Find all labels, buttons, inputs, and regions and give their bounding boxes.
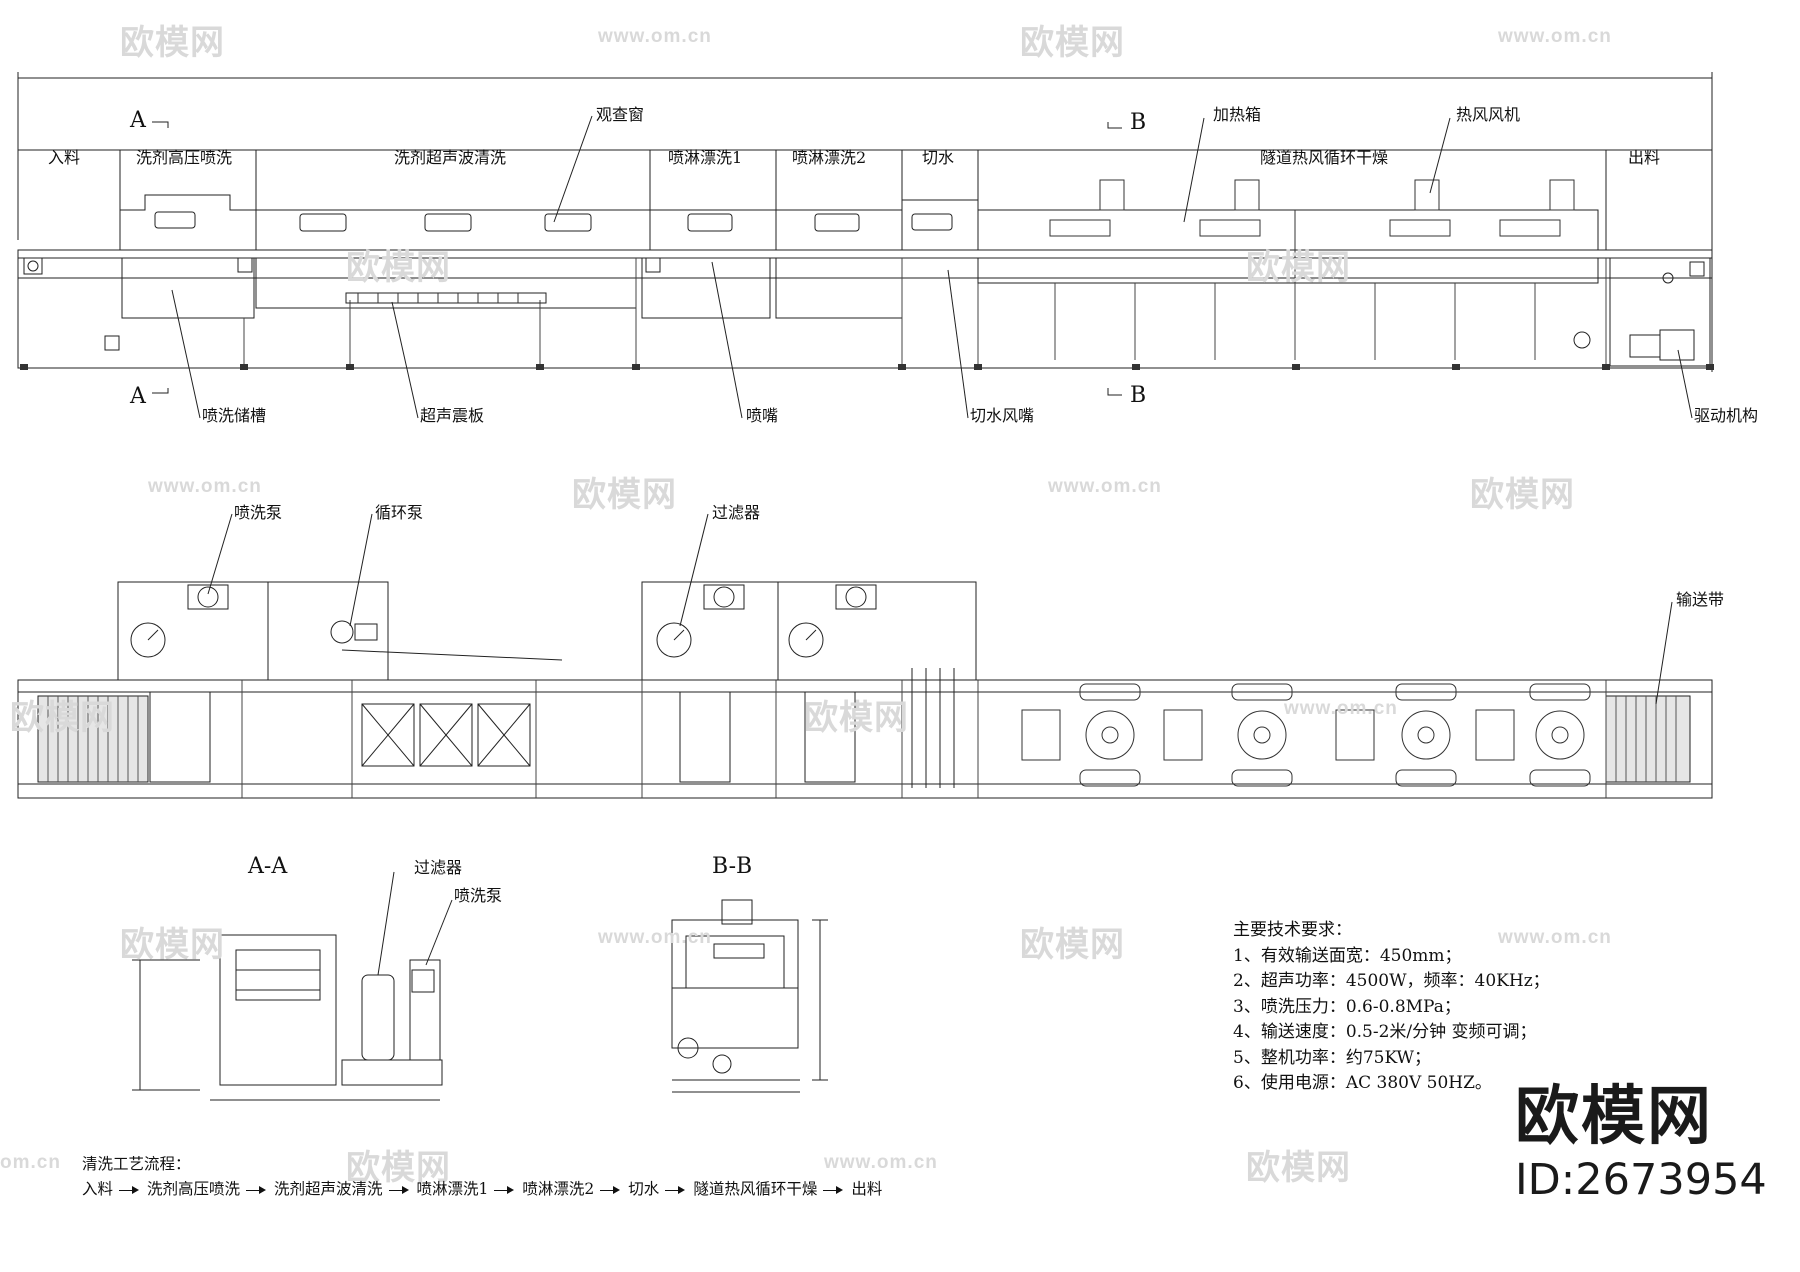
tech-item: 3、喷洗压力：0.6-0.8MPa；	[1233, 996, 1461, 1017]
arrow-right-icon	[246, 1185, 268, 1194]
top-elevation-view	[17, 72, 1714, 419]
section-aa-title: A-A	[248, 854, 288, 879]
section-label-tunnel-dryer: 隧道热风循环干燥	[1260, 148, 1389, 167]
watermark-cn: 欧模网	[120, 24, 225, 62]
callout-drive-mechanism: 驱动机构	[1694, 406, 1759, 425]
watermark-url: www.om.cn	[1498, 26, 1612, 47]
plan-view	[17, 513, 1713, 799]
process-step: 切水	[628, 1180, 660, 1198]
callout-observation-window: 观查窗	[596, 105, 645, 124]
brand-id: ID:2673954	[1515, 1155, 1767, 1205]
process-step: 喷淋漂洗1	[416, 1180, 489, 1198]
watermark-cn: 欧模网	[346, 1149, 451, 1187]
section-label-high-pressure-spray: 洗剂高压喷洗	[136, 148, 233, 167]
arrow-right-icon	[119, 1185, 141, 1194]
tech-item: 4、输送速度：0.5-2米/分钟 变频可调；	[1233, 1022, 1537, 1042]
section-label-ultrasonic-wash: 洗剂超声波清洗	[394, 148, 507, 167]
watermark-url: www.om.cn	[148, 476, 262, 497]
arrow-right-icon	[600, 1185, 622, 1194]
tech-title: 主要技术要求：	[1233, 920, 1352, 940]
section-bb-title: B-B	[712, 854, 753, 879]
process-step: 洗剂超声波清洗	[274, 1180, 383, 1198]
process-step: 隧道热风循环干燥	[693, 1180, 818, 1198]
section-mark-b-top: B	[1130, 110, 1147, 135]
brand-logo: 欧模网 ID:2673954	[1515, 1085, 1767, 1202]
section-label-discharge: 出料	[1628, 148, 1661, 167]
process-title: 清洗工艺流程：	[82, 1155, 191, 1173]
watermark-url: www.om.cn	[598, 26, 712, 47]
callout-circulation-pump: 循环泵	[375, 503, 424, 522]
callout-aa-filter: 过滤器	[414, 858, 463, 877]
watermark-cn: 欧模网	[1020, 24, 1125, 62]
process-flow: 清洗工艺流程： 入料 洗剂高压喷洗 洗剂超声波清洗 喷淋漂洗1 喷淋漂洗2 切水…	[82, 1152, 882, 1202]
section-label-infeed: 入料	[48, 148, 81, 167]
section-mark-a-top: A	[130, 108, 146, 133]
callout-nozzle: 喷嘴	[746, 406, 779, 425]
brand-name: 欧模网	[1515, 1080, 1713, 1154]
arrow-right-icon	[494, 1185, 516, 1194]
watermark-url: www.om.cn	[1284, 698, 1398, 719]
tech-item: 5、整机功率：约75KW；	[1233, 1047, 1432, 1068]
watermark-url: www.om.cn	[1498, 927, 1612, 948]
tech-requirements: 主要技术要求： 1、有效输送面宽：450mm； 2、超声功率：4500W，频率：…	[1233, 918, 1550, 1097]
process-step: 喷淋漂洗2	[522, 1180, 595, 1198]
arrow-right-icon	[665, 1185, 687, 1194]
process-step: 出料	[851, 1180, 883, 1198]
callout-ultrasonic-plate: 超声震板	[420, 406, 485, 425]
arrow-right-icon	[823, 1185, 845, 1194]
watermark-url: www.om.cn	[1048, 476, 1162, 497]
watermark-cn: 欧模网	[1470, 476, 1575, 514]
watermark-cn: 欧模网	[10, 699, 115, 737]
arrow-right-icon	[388, 1185, 411, 1194]
tech-item: 2、超声功率：4500W，频率：40KHz；	[1233, 971, 1550, 991]
watermark-cn: 欧模网	[1020, 926, 1125, 964]
callout-spray-pump: 喷洗泵	[234, 503, 283, 522]
process-step: 洗剂高压喷洗	[147, 1180, 241, 1198]
callout-aa-spray-pump: 喷洗泵	[454, 886, 503, 905]
callout-filter: 过滤器	[712, 503, 761, 522]
callout-air-knife: 切水风嘴	[970, 406, 1035, 425]
tech-item: 1、有效输送面宽：450mm；	[1233, 945, 1462, 966]
watermark-url: www.om.cn	[598, 927, 712, 948]
section-bb-drawing	[671, 899, 828, 1093]
process-step: 入料	[82, 1180, 114, 1198]
watermark-cn: 欧模网	[120, 926, 225, 964]
process-steps: 入料 洗剂高压喷洗 洗剂超声波清洗 喷淋漂洗1 喷淋漂洗2 切水 隧道热风循环干…	[82, 1177, 882, 1202]
section-aa-drawing	[132, 871, 453, 1101]
callout-conveyor-belt: 输送带	[1676, 590, 1725, 609]
section-label-spray-rinse-2: 喷淋漂洗2	[792, 148, 867, 167]
tech-item: 6、使用电源：AC 380V 50HZ。	[1233, 1073, 1492, 1093]
watermark-cn: 欧模网	[572, 476, 677, 514]
section-label-water-cut: 切水	[922, 148, 955, 167]
section-mark-b-bottom: B	[1130, 383, 1147, 408]
watermark-cn: 欧模网	[1246, 1149, 1351, 1187]
callout-spray-tank: 喷洗储槽	[202, 406, 267, 425]
watermark-cn: 欧模网	[804, 699, 909, 737]
watermark-url: om.cn	[0, 1152, 61, 1173]
callout-hot-air-fan: 热风风机	[1456, 105, 1521, 124]
watermark-url: www.om.cn	[824, 1152, 938, 1173]
watermark-cn: 欧模网	[346, 249, 451, 287]
callout-heater-box: 加热箱	[1213, 105, 1262, 124]
section-mark-a-bottom: A	[130, 384, 146, 409]
watermark-cn: 欧模网	[1246, 249, 1351, 287]
section-label-spray-rinse-1: 喷淋漂洗1	[668, 148, 743, 167]
